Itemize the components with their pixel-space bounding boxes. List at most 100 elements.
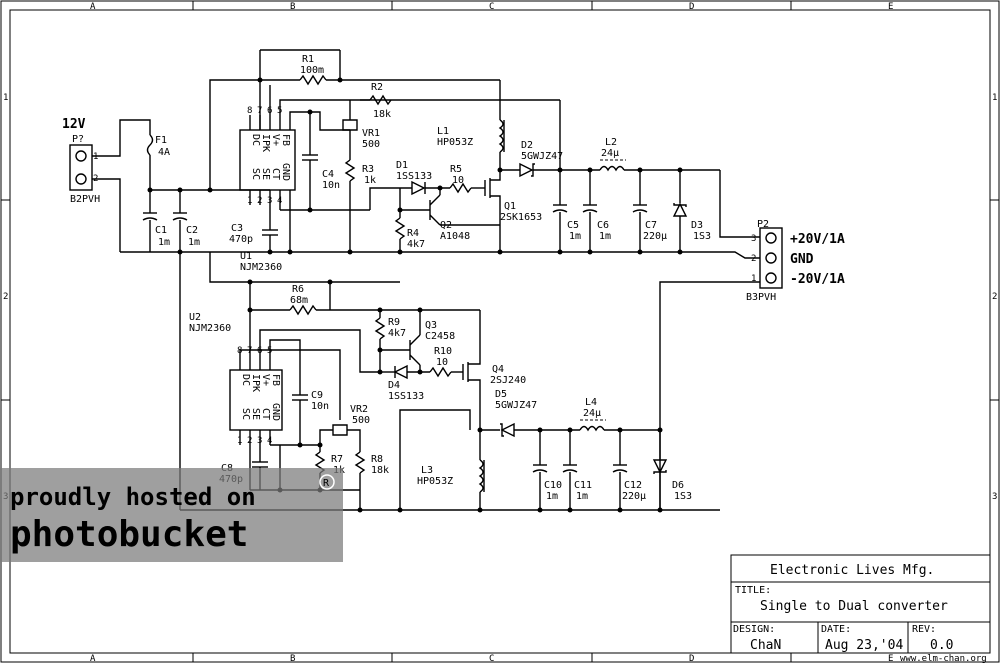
title-block-site: www.elm-chan.org bbox=[900, 654, 987, 663]
input-connector bbox=[69, 144, 93, 191]
r5-value: 10 bbox=[452, 175, 464, 186]
d6-value: 1S3 bbox=[674, 491, 692, 502]
inner-border bbox=[9, 9, 991, 654]
d3-ref: D3 bbox=[691, 220, 703, 231]
r3-value: 1k bbox=[364, 175, 376, 186]
u2-pin-8: 8 bbox=[237, 346, 242, 356]
c12-value: 220µ bbox=[622, 491, 646, 502]
title-block-designer: ChaN bbox=[750, 638, 781, 653]
f1-value: 4A bbox=[158, 147, 170, 158]
c4-value: 10n bbox=[322, 180, 340, 191]
border-row-3-right: 3 bbox=[992, 492, 997, 502]
c6-ref: C6 bbox=[597, 220, 609, 231]
l2-ref: L2 bbox=[605, 137, 617, 148]
r1-value: 100m bbox=[300, 65, 324, 76]
border-col-e-bottom: E bbox=[888, 654, 893, 663]
junction-dots-top bbox=[147, 77, 683, 255]
l4-value: 24µ bbox=[583, 408, 601, 419]
u1-pin-2: 2 bbox=[257, 196, 262, 206]
d5-value: 5GWJZ47 bbox=[495, 400, 537, 411]
title-block-date-label: DATE: bbox=[821, 624, 851, 635]
r5-ref: R5 bbox=[450, 164, 462, 175]
p2-ref: P2 bbox=[757, 219, 769, 230]
c1-value: 1m bbox=[158, 237, 170, 248]
u2-pin-name-fb: FB bbox=[270, 374, 281, 386]
watermark-line-1: proudly hosted on bbox=[10, 483, 256, 511]
l2-value: 24µ bbox=[601, 148, 619, 159]
title-block-title-label: TITLE: bbox=[735, 585, 771, 596]
q1-value: 2SK1653 bbox=[500, 212, 542, 223]
p2-pin-3: 3 bbox=[751, 234, 756, 244]
top-converter-wiring bbox=[92, 49, 760, 259]
title-block-date: Aug 23,'04 bbox=[825, 638, 903, 653]
u2-ref: U2 bbox=[189, 312, 201, 323]
u1-pin-name-fb: FB bbox=[280, 134, 291, 146]
vr2-ref: VR2 bbox=[350, 404, 368, 415]
border-col-a-top: A bbox=[90, 2, 96, 12]
u1-pin-name-gnd: GND bbox=[280, 163, 291, 181]
d6-ref: D6 bbox=[672, 480, 684, 491]
c10-ref: C10 bbox=[544, 480, 562, 491]
r3-ref: R3 bbox=[362, 164, 374, 175]
u2-pin-name-ipk: IPK bbox=[250, 374, 261, 392]
c7-ref: C7 bbox=[645, 220, 657, 231]
vr2-value: 500 bbox=[352, 415, 370, 426]
r1-ref: R1 bbox=[302, 54, 314, 65]
u1-pin-4: 4 bbox=[277, 196, 282, 206]
u2-pin-6: 6 bbox=[257, 346, 262, 356]
input-voltage-label: 12V bbox=[62, 117, 86, 132]
q4-ref: Q4 bbox=[492, 364, 504, 375]
u1-pin-name-sc: SC bbox=[250, 168, 261, 180]
border-col-c-bottom: C bbox=[489, 654, 494, 663]
border-row-2-right: 2 bbox=[992, 292, 997, 302]
d5-ref: D5 bbox=[495, 389, 507, 400]
border-col-d-top: D bbox=[689, 2, 694, 12]
border-col-e-top: E bbox=[888, 2, 893, 12]
watermark-line-2: photobucket bbox=[10, 514, 248, 555]
border-col-b-top: B bbox=[290, 2, 295, 12]
svg-text:R: R bbox=[323, 478, 330, 489]
border-col-c-top: C bbox=[489, 2, 494, 12]
c6-value: 1m bbox=[599, 231, 611, 242]
u2-pin-name-dc: DC bbox=[240, 374, 251, 386]
u1-pin-name-dc: DC bbox=[250, 134, 261, 146]
photobucket-watermark: proudly hosted on photobucket R bbox=[0, 468, 343, 562]
c12-ref: C12 bbox=[624, 480, 642, 491]
vr1-ref: VR1 bbox=[362, 128, 380, 139]
output-gnd-label: GND bbox=[790, 252, 814, 267]
c7-value: 220µ bbox=[643, 231, 667, 242]
r6-value: 68m bbox=[290, 295, 308, 306]
border-col-a-bottom: A bbox=[90, 654, 96, 663]
border-row-1-left: 1 bbox=[3, 93, 8, 103]
border-col-b-bottom: B bbox=[290, 654, 295, 663]
l3-value: HP053Z bbox=[417, 476, 453, 487]
u1-pin-8: 8 bbox=[247, 106, 252, 116]
d4-ref: D4 bbox=[388, 380, 400, 391]
q2-ref: Q2 bbox=[440, 220, 452, 231]
r8-value: 18k bbox=[371, 465, 389, 476]
u1-ref: U1 bbox=[240, 251, 252, 262]
c1-ref: C1 bbox=[155, 225, 167, 236]
r10-value: 10 bbox=[436, 357, 448, 368]
p-in-value: B2PVH bbox=[70, 194, 100, 205]
p2-pin-2: 2 bbox=[751, 254, 756, 264]
u2-pins: 8 7 6 5 1 2 3 4 DC IPK V+ FB SC SE CT GN… bbox=[237, 346, 281, 446]
c11-ref: C11 bbox=[574, 480, 592, 491]
p2-pin-1: 1 bbox=[751, 274, 756, 284]
vr1-value: 500 bbox=[362, 139, 380, 150]
c10-value: 1m bbox=[546, 491, 558, 502]
u2-pin-5: 5 bbox=[267, 346, 272, 356]
l1-value: HP053Z bbox=[437, 137, 473, 148]
l4-ref: L4 bbox=[585, 397, 597, 408]
d3-value: 1S3 bbox=[693, 231, 711, 242]
title-block-title: Single to Dual converter bbox=[760, 599, 948, 614]
title-block bbox=[730, 554, 991, 654]
p2-value: B3PVH bbox=[746, 292, 776, 303]
u2-pin-1: 1 bbox=[237, 436, 242, 446]
r10-ref: R10 bbox=[434, 346, 452, 357]
r7-ref: R7 bbox=[331, 454, 343, 465]
c3-value: 470p bbox=[229, 234, 253, 245]
u1-pin-name-se: SE bbox=[260, 168, 271, 180]
